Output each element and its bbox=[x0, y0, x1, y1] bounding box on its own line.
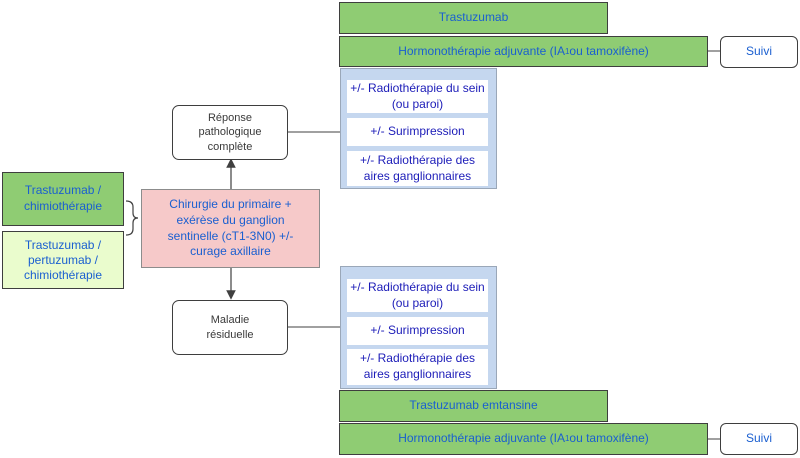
residual-disease-box: Maladie résiduelle bbox=[172, 300, 288, 355]
trastuzumab-chemotherapy-box: Trastuzumab / chimiothérapie bbox=[2, 172, 124, 226]
bottom-radio-nodes: +/- Radiothérapie des aires ganglionnair… bbox=[347, 349, 488, 385]
bottom-hormone-text-b: ou tamoxifène) bbox=[569, 431, 649, 446]
bottom-radiotherapy-panel: +/- Radiothérapie du sein (ou paroi) +/-… bbox=[340, 266, 497, 389]
top-therapy-box: Trastuzumab bbox=[339, 2, 608, 34]
bottom-suivi-box: Suivi bbox=[720, 423, 798, 455]
brace bbox=[125, 200, 139, 236]
top-radiotherapy-panel: +/- Radiothérapie du sein (ou paroi) +/-… bbox=[340, 68, 497, 189]
top-suivi-box: Suivi bbox=[720, 36, 798, 68]
top-hormone-text-a: Hormonothérapie adjuvante (IA bbox=[398, 43, 565, 58]
top-radio-breast: +/- Radiothérapie du sein (ou paroi) bbox=[347, 80, 488, 113]
complete-response-box: Réponse pathologique complète bbox=[172, 105, 288, 160]
trastuzumab-pertuzumab-chemotherapy-box: Trastuzumab / pertuzumab / chimiothérapi… bbox=[2, 231, 124, 289]
bottom-boost: +/- Surimpression bbox=[347, 317, 488, 345]
bottom-hormone-text-a: Hormonothérapie adjuvante (IA bbox=[398, 431, 565, 446]
top-radio-nodes: +/- Radiothérapie des aires ganglionnair… bbox=[347, 151, 488, 186]
top-hormone-text-b: ou tamoxifène) bbox=[569, 43, 649, 58]
bottom-therapy-box: Trastuzumab emtansine bbox=[339, 390, 608, 422]
surgery-box: Chirurgie du primaire + exérèse du gangl… bbox=[141, 189, 320, 268]
top-boost: +/- Surimpression bbox=[347, 118, 488, 146]
bottom-radio-breast: +/- Radiothérapie du sein (ou paroi) bbox=[347, 279, 488, 312]
